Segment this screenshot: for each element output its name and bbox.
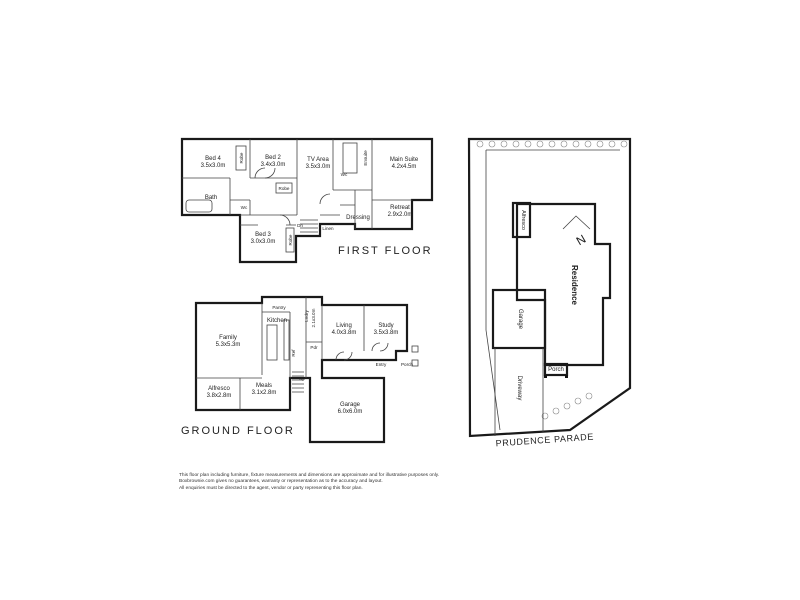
disclaimer: This floor plan including furniture, fix… bbox=[179, 473, 479, 492]
ground-floor-outer-wall bbox=[194, 295, 409, 444]
north-label: N bbox=[574, 232, 589, 248]
first-floor-outer-wall bbox=[180, 137, 434, 264]
room-name: Living bbox=[336, 323, 352, 329]
first-floor-interior-walls bbox=[182, 139, 412, 229]
room-dims: 3.5x3.0m bbox=[201, 163, 226, 169]
room-name: Study bbox=[378, 323, 393, 329]
robe-box bbox=[285, 227, 295, 253]
room-name: Retreat bbox=[390, 205, 410, 211]
robe-label: Robe bbox=[239, 152, 244, 163]
ensuite-shower bbox=[342, 142, 358, 174]
room-name: Bed 3 bbox=[255, 232, 271, 238]
door-swing bbox=[264, 167, 276, 179]
entry-label: Entry bbox=[376, 362, 387, 367]
site-garage-label: Garage bbox=[517, 309, 523, 330]
room-dims: 5.3x5.3m bbox=[216, 342, 241, 348]
site-residence-label: Residence bbox=[570, 265, 579, 306]
room-dims: 3.5x3.8m bbox=[374, 330, 399, 336]
room-dims: 3.0x3.0m bbox=[251, 239, 276, 245]
north-arrow-icon bbox=[562, 215, 591, 230]
dn-label: Dn bbox=[297, 223, 303, 228]
room-name: Main Suite bbox=[390, 157, 419, 163]
room-dims: 4.2x4.5m bbox=[392, 164, 417, 170]
site-alfresco bbox=[511, 201, 532, 239]
room-dims: 3.1x2.8m bbox=[252, 390, 277, 396]
door-swing bbox=[379, 342, 389, 352]
room-name: Bed 4 bbox=[205, 156, 221, 162]
porch-column bbox=[411, 359, 419, 367]
driveway-edges bbox=[494, 348, 544, 436]
door-swing bbox=[254, 167, 266, 179]
bath-tub bbox=[185, 199, 213, 213]
site-porch-column bbox=[544, 375, 547, 378]
stair-lines bbox=[300, 219, 318, 233]
room-dims: 4.0x3.8m bbox=[332, 330, 357, 336]
porch-column bbox=[411, 345, 419, 353]
wc-label: Wc bbox=[341, 172, 348, 177]
room-name: Garage bbox=[340, 402, 361, 408]
door-swing bbox=[335, 351, 345, 361]
site-garage bbox=[491, 288, 547, 350]
robe-label: Robe bbox=[288, 234, 293, 245]
room-dims: 2.9x2.0m bbox=[388, 212, 413, 218]
robe-box bbox=[275, 182, 293, 194]
ref-label: Ref bbox=[291, 349, 296, 357]
shrub-row bbox=[476, 140, 628, 420]
bath-label: Bath bbox=[205, 195, 217, 201]
first-floor-heading: FIRST FLOOR bbox=[338, 245, 433, 257]
room-name: Bed 2 bbox=[265, 155, 281, 161]
site-plan: N Residence Alfresco Garage Driveway Por… bbox=[467, 137, 632, 448]
pantry-label: Pantry bbox=[272, 305, 286, 310]
room-name: Alfresco bbox=[208, 386, 230, 392]
site-porch-column bbox=[565, 375, 568, 378]
door-swing bbox=[343, 351, 353, 361]
room-dims: 6.0x6.0m bbox=[338, 409, 363, 415]
ensuite-label: Ensuite bbox=[363, 150, 368, 166]
room-dims: 3.8x2.8m bbox=[207, 393, 232, 399]
room-name: Meals bbox=[256, 383, 272, 389]
door-swing bbox=[319, 193, 331, 205]
room-name: TV Area bbox=[307, 157, 329, 163]
pdr-label: Pdr bbox=[310, 345, 318, 350]
room-dims: 3.4x3.0m bbox=[261, 162, 286, 168]
stair-lines bbox=[292, 371, 304, 393]
disclaimer-line: This floor plan including furniture, fix… bbox=[179, 473, 440, 478]
ground-floor-interior-walls bbox=[196, 297, 365, 410]
kitchen-island bbox=[266, 324, 278, 361]
kitchen-bench bbox=[283, 319, 290, 361]
residence-outline bbox=[515, 202, 612, 367]
first-floor-plan: Bed 4 3.5x3.0m Bed 2 3.4x3.0m TV Area 3.… bbox=[180, 137, 434, 264]
room-name: Lndry bbox=[304, 310, 309, 322]
wc-label: Wc bbox=[241, 205, 248, 210]
robe-label: Robe bbox=[279, 186, 290, 191]
door-swing bbox=[371, 342, 381, 352]
disclaimer-line: Boxbrownie.com gives no guarantees, warr… bbox=[179, 479, 383, 485]
kitchen-label: Kitchen bbox=[267, 318, 287, 324]
linen-label: Linen bbox=[322, 226, 334, 231]
site-boundary bbox=[467, 137, 632, 438]
robe-box bbox=[235, 145, 247, 171]
ground-floor-plan: Family 5.3x5.3m Alfresco 3.8x2.8m Meals … bbox=[181, 295, 419, 444]
site-alfresco-label: Alfresco bbox=[520, 210, 526, 230]
up-label: Up bbox=[299, 376, 305, 381]
site-porch bbox=[543, 362, 569, 377]
room-name: Family bbox=[219, 335, 237, 341]
room-dims: 3.5x3.0m bbox=[306, 164, 331, 170]
porch-label: Porch bbox=[401, 362, 413, 367]
dressing-label: Dressing bbox=[346, 215, 370, 221]
site-porch-label: Porch bbox=[548, 367, 564, 373]
disclaimer-line: All enquiries must be directed to the ag… bbox=[179, 485, 363, 491]
room-dims: 2.1x3.0m bbox=[311, 308, 316, 327]
ground-floor-heading: GROUND FLOOR bbox=[181, 425, 295, 437]
site-driveway-label: Driveway bbox=[516, 376, 522, 401]
door-swing bbox=[279, 214, 291, 226]
